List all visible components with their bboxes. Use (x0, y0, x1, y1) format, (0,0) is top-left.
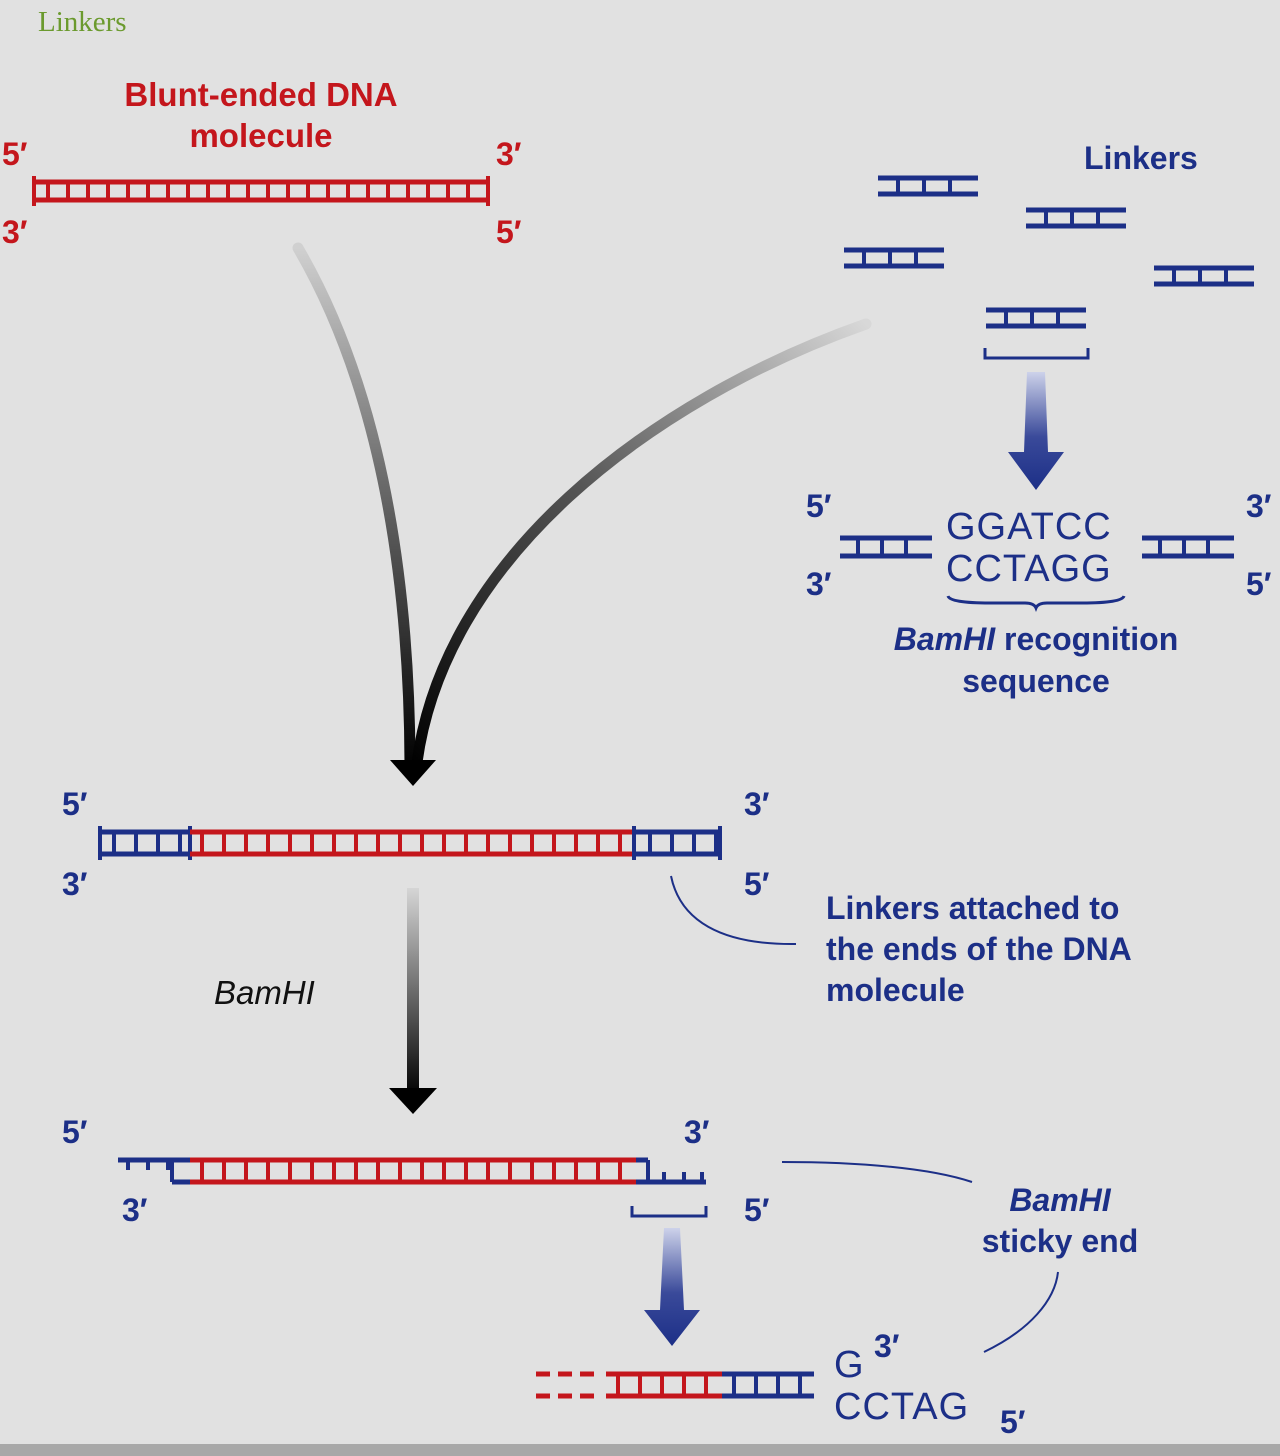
blunt-top-left-end: 5′ (2, 136, 28, 172)
recognition-bottom-left-end: 3′ (806, 566, 832, 602)
convergence-arrowhead (390, 760, 436, 786)
blunt-top-right-end: 3′ (496, 136, 522, 172)
attached-top-right-end: 3′ (744, 786, 770, 822)
sticky-end-caption: BamHI sticky end (950, 1180, 1170, 1262)
digest-enzyme-label: BamHI (214, 974, 315, 1011)
attached-bottom-right-end: 5′ (744, 866, 770, 902)
attached-caption: Linkers attached to the ends of the DNA … (826, 888, 1132, 1011)
sticky-bracket (630, 1206, 708, 1218)
sticky-top-end: 3′ (874, 1328, 900, 1364)
recognition-caption: BamHI recognition sequence (836, 618, 1236, 702)
cut-top-right-end: 3′ (684, 1114, 710, 1150)
blunt-bottom-left-end: 3′ (2, 214, 28, 250)
bamhi-arrow-shaft (407, 888, 419, 1096)
sticky-bottom-seq: CCTAG (834, 1386, 970, 1428)
recognition-caption-enzyme: BamHI (893, 621, 996, 657)
blunt-dna-label-line2: molecule (189, 117, 333, 154)
recognition-top-right-end: 3′ (1246, 488, 1272, 524)
right-curved-arrow (410, 318, 872, 776)
cut-top-left-end: 5′ (62, 1114, 88, 1150)
bottom-bar (0, 1444, 1280, 1456)
page-title: Linkers (38, 6, 127, 38)
sticky-end-caption-line2: sticky end (981, 1223, 1139, 1259)
recognition-top-strand: GGATCC (946, 506, 1112, 548)
sticky-end-pointer-line (983, 1271, 1059, 1353)
blunt-dna-label: Blunt-ended DNA molecule (96, 74, 426, 156)
attached-caption-line3: molecule (826, 972, 965, 1008)
recognition-caption-text: recognition (995, 621, 1179, 657)
recognition-top-left-end: 5′ (806, 488, 832, 524)
attached-top-left-end: 5′ (62, 786, 88, 822)
sticky-pointer-line (781, 1161, 973, 1183)
bamhi-arrowhead (389, 1088, 437, 1114)
cut-bottom-left-end: 3′ (122, 1192, 148, 1228)
sticky-blue-arrow (644, 1228, 700, 1346)
linker-blue-arrow (1008, 372, 1064, 490)
attached-caption-line2: the ends of the DNA (826, 931, 1132, 967)
recognition-caption-line2: sequence (962, 663, 1110, 699)
sticky-bottom-end: 5′ (1000, 1404, 1026, 1440)
blunt-dna-label-line1: Blunt-ended DNA (124, 76, 398, 113)
sticky-top-seq: G (834, 1344, 865, 1386)
cut-bottom-right-end: 5′ (744, 1192, 770, 1228)
sticky-end-caption-enzyme: BamHI (1009, 1182, 1111, 1218)
recognition-bottom-right-end: 5′ (1246, 566, 1272, 602)
attached-caption-line1: Linkers attached to (826, 890, 1120, 926)
linkers-label: Linkers (1084, 140, 1198, 176)
linker-bracket (983, 348, 1090, 360)
attached-pointer-line (670, 875, 797, 946)
left-curved-arrow (292, 242, 416, 776)
recognition-bottom-strand: CCTAGG (946, 548, 1112, 590)
attached-bottom-left-end: 3′ (62, 866, 88, 902)
recognition-brace (946, 595, 1126, 613)
blunt-bottom-right-end: 5′ (496, 214, 522, 250)
